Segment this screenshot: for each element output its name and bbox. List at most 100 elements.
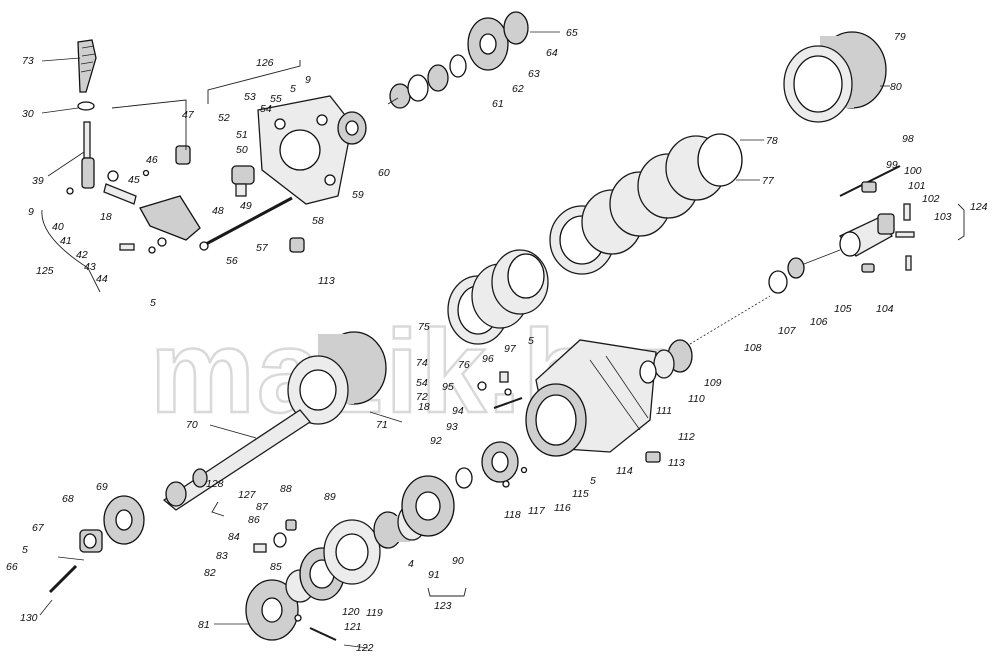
shaft-70 [162, 409, 311, 511]
group-bracket-123 [427, 587, 467, 597]
callout: 85 [270, 561, 282, 573]
callout: 102 [922, 193, 940, 205]
callout: 65 [566, 27, 578, 39]
gear-90 [401, 475, 455, 537]
callout: 86 [248, 514, 260, 526]
callout: 81 [198, 619, 210, 631]
callout: 95 [442, 381, 454, 393]
spring-105-107 [768, 249, 841, 294]
callout: 89 [324, 491, 336, 503]
callout: 83 [216, 550, 228, 562]
callout: 118 [504, 509, 521, 521]
callout: 122 [356, 642, 374, 654]
callout: 69 [96, 481, 108, 493]
callout: 5 [590, 475, 596, 487]
callout: 112 [678, 431, 695, 443]
callout: 123 [434, 600, 452, 612]
flange-68 [103, 495, 145, 545]
callout: 56 [226, 255, 238, 267]
callout: 84 [228, 531, 240, 543]
small-parts-84-88 [253, 519, 297, 553]
washer-30 [77, 101, 95, 111]
callout: 5 [22, 544, 28, 556]
callout: 55 [270, 93, 282, 105]
callout: 104 [876, 303, 894, 315]
callout: 74 [416, 357, 428, 369]
rod-56 [205, 196, 293, 246]
callout: 48 [212, 205, 224, 217]
callout: 70 [186, 419, 198, 431]
callout: 120 [342, 606, 360, 618]
callout: 117 [528, 505, 546, 517]
callout: 75 [418, 321, 430, 333]
callout: 114 [616, 465, 633, 477]
callout: 53 [244, 91, 256, 103]
callout: 121 [344, 621, 362, 633]
callout: 88 [280, 483, 292, 495]
hub-67 [79, 529, 103, 553]
callout: 116 [554, 502, 571, 514]
callout: 97 [504, 343, 517, 355]
callout: 52 [218, 112, 230, 124]
callout: 60 [378, 167, 390, 179]
ball-45 [107, 170, 119, 182]
callout: 105 [834, 303, 852, 315]
callout: 40 [52, 221, 64, 233]
callout: 66 [6, 561, 18, 573]
callout: 5 [528, 335, 534, 347]
callout: 77 [762, 175, 775, 187]
lever-handle [77, 39, 97, 93]
callout: 59 [352, 189, 364, 201]
callout: 64 [546, 47, 558, 59]
shift-fork-body [103, 183, 201, 241]
callout: 49 [240, 200, 252, 212]
callout: 125 [36, 265, 54, 277]
callout-labels: 73 30 39 9 40 45 46 47 18 41 42 43 44 12… [6, 27, 988, 654]
selector-assembly [838, 165, 915, 273]
group-bracket-125 [41, 209, 101, 293]
callout: 51 [236, 129, 248, 141]
callout: 47 [182, 109, 195, 121]
rod-end [199, 241, 209, 251]
bolt-42 [119, 243, 135, 251]
callout: 68 [62, 493, 74, 505]
callout: 90 [452, 555, 464, 567]
callout: 119 [366, 607, 383, 619]
pin-46 [142, 169, 150, 177]
callout: 101 [908, 180, 926, 192]
ring-5a [157, 237, 167, 247]
callout: 92 [430, 435, 442, 447]
callout: 46 [146, 154, 158, 166]
callout: 94 [452, 405, 464, 417]
pin-120 [294, 614, 302, 622]
callout: 73 [22, 55, 34, 67]
callout: 100 [904, 165, 922, 177]
lead-bracket-upper [111, 99, 187, 150]
cover-housing [257, 95, 353, 205]
ring-gear-79-80 [783, 31, 887, 123]
callout: 76 [458, 359, 470, 371]
callout: 98 [902, 133, 914, 145]
callout: 113 [668, 457, 685, 469]
callout: 111 [656, 405, 672, 417]
callout: 58 [312, 215, 324, 227]
callout: 5 [150, 297, 156, 309]
callout: 9 [28, 206, 34, 218]
drum-71-74 [287, 331, 387, 425]
gear-109-111 [639, 339, 693, 384]
callout: 43 [84, 261, 96, 273]
callout: 110 [688, 393, 705, 405]
callout: 41 [60, 235, 72, 247]
callout: 78 [766, 135, 778, 147]
callout: 127 [238, 489, 257, 501]
bolt-66 [48, 564, 78, 594]
nut-44 [148, 246, 156, 254]
callout: 54 [416, 377, 428, 389]
disc-pack-77-78 [549, 133, 743, 275]
washers-115-118 [455, 466, 528, 489]
callout: 82 [204, 567, 216, 579]
callout: 61 [492, 98, 504, 110]
callout: 124 [970, 201, 988, 213]
group-bracket-126 [207, 60, 301, 104]
